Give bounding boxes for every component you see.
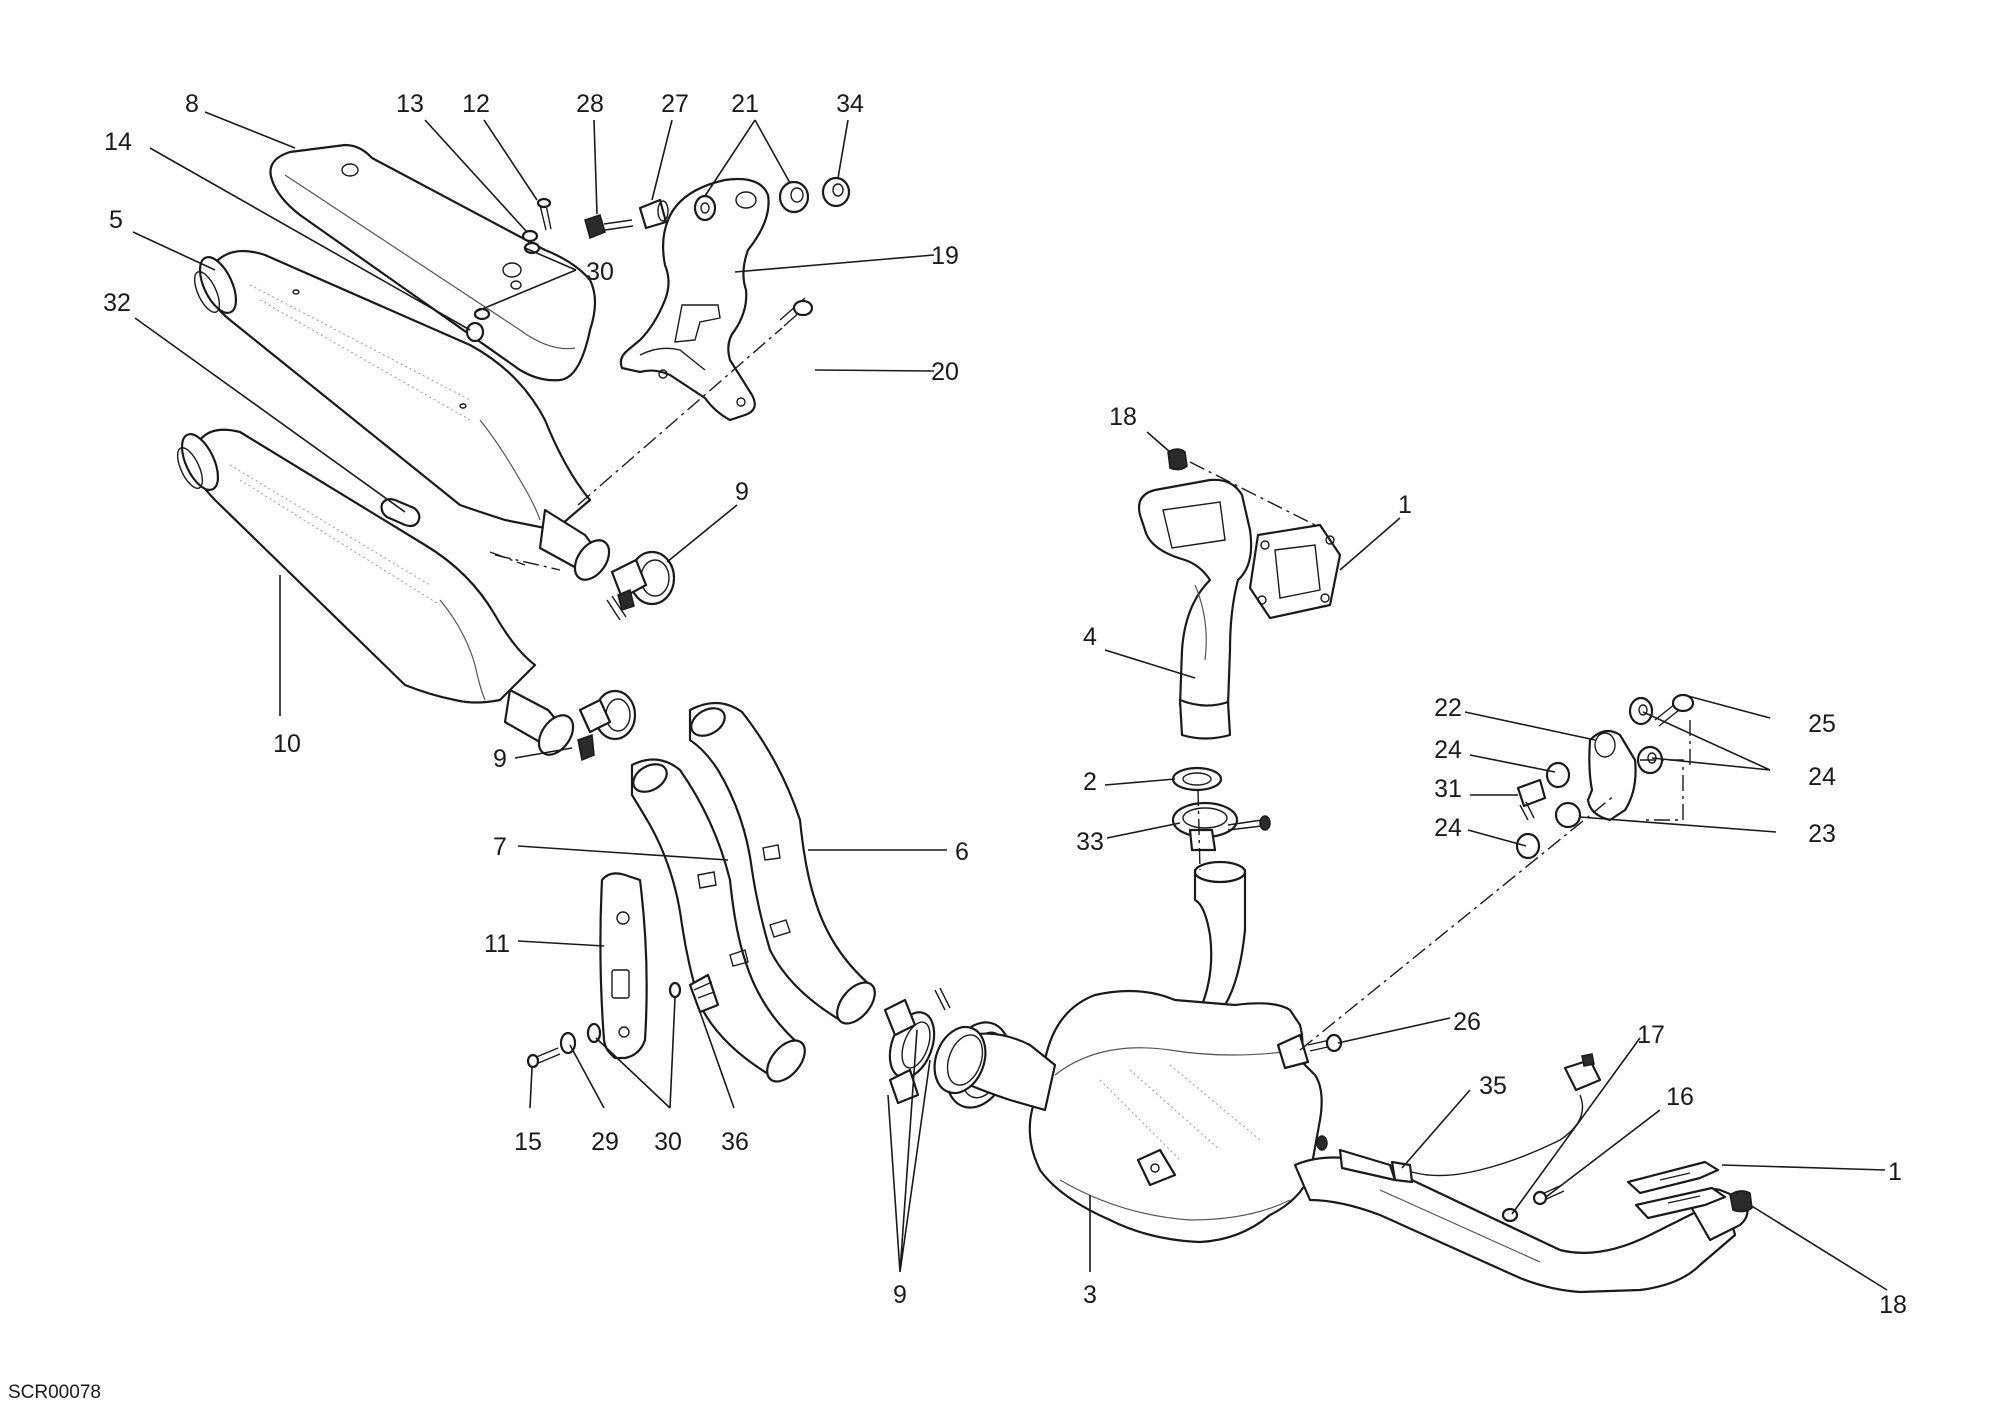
callout-1-upper: 1 <box>1398 491 1412 519</box>
diagram-code: SCR00078 <box>8 1382 101 1403</box>
callout-21: 21 <box>731 90 759 118</box>
callout-9-upper: 9 <box>735 478 749 506</box>
callout-12: 12 <box>462 90 490 118</box>
callout-19: 19 <box>931 242 959 270</box>
callout-15: 15 <box>514 1128 542 1156</box>
callout-24-c: 24 <box>1434 814 1462 842</box>
callout-18-lower: 18 <box>1879 1291 1907 1319</box>
callout-6: 6 <box>955 838 969 866</box>
callout-4: 4 <box>1083 623 1097 651</box>
callout-8: 8 <box>185 90 199 118</box>
rear-mount-hardware <box>1515 693 1695 860</box>
part-8-heat-shield <box>269 143 597 382</box>
callout-16: 16 <box>1666 1083 1694 1111</box>
part-3-main-silencer <box>933 860 1749 1294</box>
callout-27: 27 <box>661 90 689 118</box>
callout-17: 17 <box>1637 1021 1665 1049</box>
callout-2: 2 <box>1083 768 1097 796</box>
callout-24-b: 24 <box>1808 763 1836 791</box>
callout-numbers: 8 13 12 28 27 21 34 14 5 30 19 32 20 9 1… <box>103 90 1907 1319</box>
callout-33: 33 <box>1076 828 1104 856</box>
callout-3: 3 <box>1083 1281 1097 1309</box>
callout-23: 23 <box>1808 820 1836 848</box>
callout-24-a: 24 <box>1434 736 1462 764</box>
callout-30-top: 30 <box>586 258 614 286</box>
assembly-center-lines <box>489 327 1691 1051</box>
part-6-link-pipe <box>688 701 876 1025</box>
callout-25: 25 <box>1808 710 1836 738</box>
callout-14: 14 <box>104 128 132 156</box>
callout-26: 26 <box>1453 1008 1481 1036</box>
callout-18-upper: 18 <box>1109 403 1137 431</box>
callout-5: 5 <box>109 206 123 234</box>
part-18-nut-lower <box>1729 1190 1753 1213</box>
part-1-gasket-lower <box>1626 1160 1727 1220</box>
leader-lines <box>132 111 1888 1291</box>
bracket-hardware <box>465 176 851 343</box>
callout-32: 32 <box>103 289 131 317</box>
part-11-cover-plate <box>599 872 648 1060</box>
part-18-nut-upper <box>1167 448 1188 471</box>
callout-1-lower: 1 <box>1888 1158 1902 1186</box>
callout-36: 36 <box>721 1128 749 1156</box>
callout-35: 35 <box>1479 1072 1507 1100</box>
part-7-link-pipe <box>630 758 806 1083</box>
part-19-mounting-bracket <box>619 177 770 422</box>
callout-9-middle: 9 <box>493 745 507 773</box>
part-9-clamp-middle <box>577 689 637 762</box>
callout-10: 10 <box>273 730 301 758</box>
fastener-hardware <box>526 973 720 1069</box>
callout-7: 7 <box>493 833 507 861</box>
part-5-upper-silencer <box>193 249 611 581</box>
callout-30-bottom: 30 <box>654 1128 682 1156</box>
part-33-clamp <box>1171 801 1271 852</box>
callout-13: 13 <box>396 90 424 118</box>
part-1-gasket-upper <box>1248 523 1342 620</box>
part-32-rubber-pad <box>380 498 421 528</box>
part-2-gasket-ring <box>1171 766 1223 792</box>
callout-20: 20 <box>931 358 959 386</box>
callout-9-lower: 9 <box>893 1281 907 1309</box>
part-4-header-pipe <box>1137 478 1253 740</box>
callout-28: 28 <box>576 90 604 118</box>
callout-29: 29 <box>591 1128 619 1156</box>
part-9-clamp-upper <box>606 550 676 621</box>
callout-11: 11 <box>484 930 510 958</box>
callout-22: 22 <box>1434 694 1462 722</box>
callout-34: 34 <box>836 90 864 118</box>
part-10-lower-silencer <box>176 428 575 756</box>
callout-31: 31 <box>1434 775 1462 803</box>
part-35-lambda-sensor <box>1316 1053 1602 1184</box>
part-26-screw <box>1307 1033 1343 1053</box>
